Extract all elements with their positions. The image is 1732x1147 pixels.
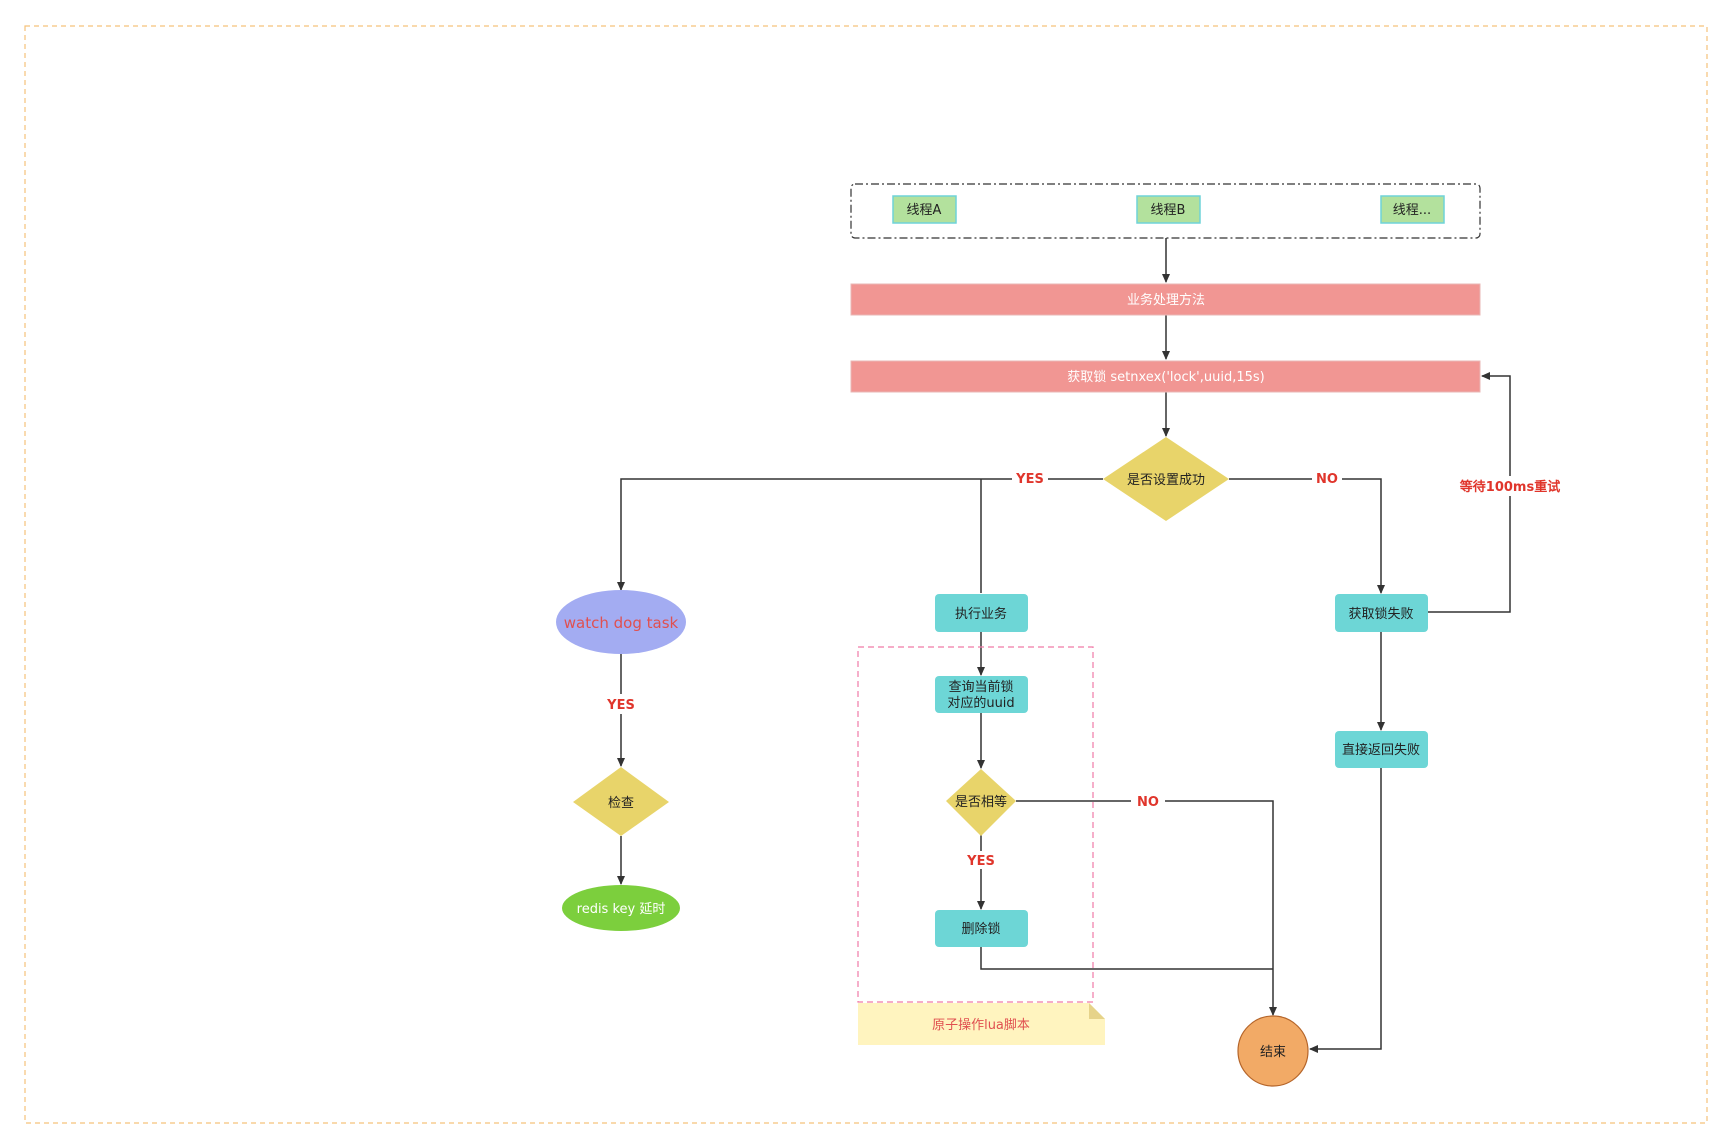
return-failure-box[interactable] [1335,731,1428,768]
execute-business-box[interactable] [935,594,1028,632]
thread-b[interactable] [1136,195,1201,224]
delete-lock-label: 删除锁 [961,921,1000,937]
watchdog-task[interactable] [556,590,686,654]
no-main-label: NO [1316,472,1338,487]
yes-equal-label: YES [966,854,995,869]
query-uuid-box[interactable] [935,676,1028,713]
end-node[interactable] [1237,1015,1309,1087]
edge-delete-to-end [980,947,1273,970]
thread-b-label: 线程B [1151,203,1186,218]
lua-note-fold [1089,1003,1105,1019]
check-decision[interactable] [573,767,669,836]
set-success-decision[interactable] [1103,437,1229,521]
edge-no-equal-to-end [1016,800,1277,1016]
delete-lock-box[interactable] [935,910,1028,947]
lua-note-label: 原子操作lua脚本 [932,1017,1030,1033]
is-equal-label: 是否相等 [955,794,1007,810]
thread-a-label: 线程A [907,203,942,218]
retry-label: 等待100ms重试 [1459,479,1560,495]
is-equal-decision[interactable] [946,769,1016,836]
end-label: 结束 [1260,1045,1286,1060]
thread-c[interactable] [1380,195,1445,224]
business-method-label: 业务处理方法 [1127,292,1205,308]
acquire-lock-label: 获取锁 setnxex('lock',uuid,15s) [1067,369,1264,385]
lua-note [858,1003,1105,1045]
yes-main-label: YES [1015,472,1044,487]
redis-extend[interactable] [562,885,680,931]
check-label: 检查 [608,796,634,811]
outer-frame [24,25,1708,1124]
redis-extend-label: redis key 延时 [577,902,666,917]
query-uuid-line1: 查询当前锁 [948,679,1013,695]
set-success-label: 是否设置成功 [1127,473,1205,488]
yes-watchdog-label: YES [606,698,635,713]
acquire-lock-box[interactable] [850,360,1481,393]
execute-business-label: 执行业务 [955,606,1007,622]
return-failure-label: 直接返回失败 [1342,742,1420,758]
watchdog-label: watch dog task [564,614,679,632]
edge-return-to-end [1309,767,1382,1053]
query-uuid-line2: 对应的uuid [947,695,1014,711]
thread-a[interactable] [892,195,957,224]
business-method-box[interactable] [850,283,1481,316]
no-equal-label: NO [1137,795,1159,810]
threads-group [850,183,1481,239]
thread-c-label: 线程... [1393,203,1431,218]
lua-atomic-region [857,646,1094,1003]
lock-failed-label: 获取锁失败 [1348,606,1413,622]
lock-failed-box[interactable] [1335,594,1428,632]
edge-no-to-lock-failed [1229,478,1385,594]
edge-yes-to-watchdog [617,478,1103,591]
